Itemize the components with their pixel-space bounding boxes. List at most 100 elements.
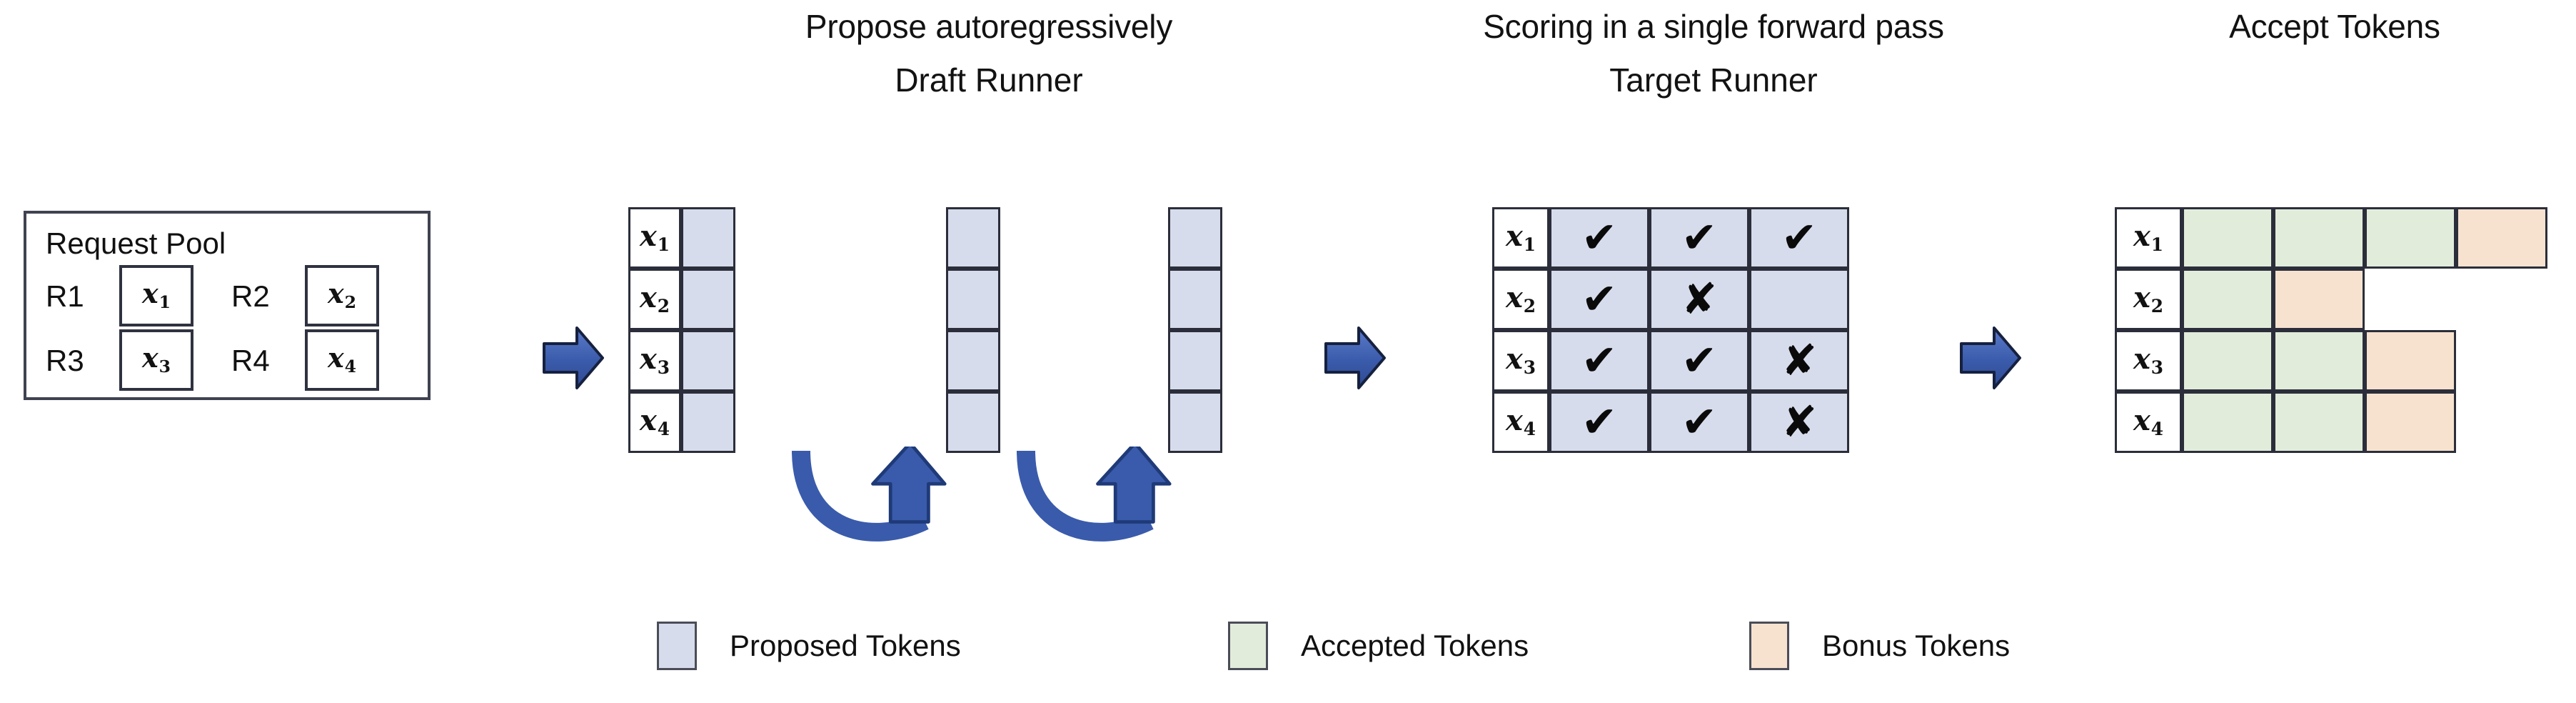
proposed-token-swatch — [657, 622, 697, 670]
accepted-token-swatch — [1228, 622, 1268, 670]
target-score-cell-r4-c3: ✘ — [1749, 392, 1849, 453]
cross-icon: ✘ — [1781, 397, 1818, 447]
autoregressive-loop-arrow-1 — [792, 447, 947, 542]
accept-cell-r2-c1 — [2182, 269, 2273, 330]
token-x1: x1 — [2133, 219, 2164, 255]
accept-cell-r1-c3 — [2365, 207, 2456, 269]
flow-arrow-1 — [543, 326, 604, 389]
token-x1: x1 — [639, 219, 670, 255]
target-score-cell-r3-c1: ✔ — [1549, 330, 1649, 392]
draft-row-label-2: x2 — [628, 269, 681, 330]
cross-icon: ✘ — [1781, 336, 1818, 386]
accept-row-label-2: x2 — [2115, 269, 2182, 330]
accept-row-label-3: x3 — [2115, 330, 2182, 392]
flow-arrow-2 — [1324, 326, 1386, 389]
token-x2: x2 — [639, 280, 670, 316]
autoregressive-loop-arrow-2 — [1017, 447, 1172, 542]
request-token-box-r2: x2 — [305, 265, 379, 326]
check-icon: ✔ — [1781, 213, 1818, 263]
draft-proposed-cell-s1-r2 — [681, 269, 735, 330]
request-label-r1: R1 — [46, 279, 84, 313]
request-token-box-r3: x3 — [119, 329, 193, 391]
token-x2: x2 — [2133, 280, 2164, 316]
token-x3: x3 — [2133, 341, 2164, 378]
flow-arrow-3 — [1960, 326, 2021, 389]
token-x3: x3 — [639, 341, 670, 378]
draft-proposed-cell-s2-r2 — [946, 269, 1000, 330]
request-label-r2: R2 — [231, 279, 270, 313]
legend-item-accepted: Accepted Tokens — [1228, 622, 1529, 670]
token-x3: x3 — [1505, 341, 1536, 378]
token-x3: x3 — [141, 341, 171, 377]
legend-label-proposed: Proposed Tokens — [730, 629, 961, 662]
draft-proposed-cell-s2-r3 — [946, 330, 1000, 392]
target-stage-caption: Scoring in a single forward pass — [1483, 8, 1944, 45]
token-x4: x4 — [639, 403, 670, 439]
target-score-cell-r3-c3: ✘ — [1749, 330, 1849, 392]
check-icon: ✔ — [1681, 213, 1718, 263]
draft-row-label-3: x3 — [628, 330, 681, 392]
target-score-cell-r1-c3: ✔ — [1749, 207, 1849, 269]
legend-label-bonus: Bonus Tokens — [1822, 629, 2011, 662]
token-x1: x1 — [1505, 219, 1536, 255]
draft-proposed-cell-s3-r2 — [1168, 269, 1222, 330]
request-label-r3: R3 — [46, 344, 84, 377]
token-x4: x4 — [1505, 403, 1536, 439]
legend-item-proposed: Proposed Tokens — [657, 622, 961, 670]
check-icon: ✔ — [1581, 397, 1618, 447]
draft-proposed-cell-s3-r4 — [1168, 392, 1222, 453]
check-icon: ✔ — [1581, 213, 1618, 263]
draft-row-label-4: x4 — [628, 392, 681, 453]
request-label-r4: R4 — [231, 344, 270, 377]
check-icon: ✔ — [1681, 336, 1718, 386]
legend: Proposed Tokens Accepted Tokens Bonus To… — [0, 616, 2576, 680]
draft-proposed-cell-s1-r3 — [681, 330, 735, 392]
target-score-cell-r3-c2: ✔ — [1649, 330, 1749, 392]
accept-cell-r1-c1 — [2182, 207, 2273, 269]
target-score-cell-r2-c2: ✘ — [1649, 269, 1749, 330]
target-score-cell-r2-c1: ✔ — [1549, 269, 1649, 330]
cross-icon: ✘ — [1681, 274, 1718, 324]
draft-proposed-cell-s2-r1 — [946, 207, 1000, 269]
check-icon: ✔ — [1681, 397, 1718, 447]
draft-proposed-cell-s2-r4 — [946, 392, 1000, 453]
target-score-cell-r1-c2: ✔ — [1649, 207, 1749, 269]
accept-cell-r3-c2 — [2273, 330, 2365, 392]
token-x2: x2 — [1505, 280, 1536, 316]
request-token-box-r4: x4 — [305, 329, 379, 391]
accept-cell-r1-c2 — [2273, 207, 2365, 269]
target-score-cell-r2-c3 — [1749, 269, 1849, 330]
target-runner-title: Target Runner — [1609, 61, 1818, 99]
accept-cell-r4-c3 — [2365, 392, 2456, 453]
check-icon: ✔ — [1581, 336, 1618, 386]
draft-row-label-1: x1 — [628, 207, 681, 269]
legend-label-accepted: Accepted Tokens — [1301, 629, 1529, 662]
accept-cell-r4-c2 — [2273, 392, 2365, 453]
accept-cell-r2-c2 — [2273, 269, 2365, 330]
accept-cell-r4-c1 — [2182, 392, 2273, 453]
accept-row-label-1: x1 — [2115, 207, 2182, 269]
accept-cell-r1-c4 — [2456, 207, 2547, 269]
token-x4: x4 — [327, 341, 357, 377]
draft-proposed-cell-s3-r3 — [1168, 330, 1222, 392]
check-icon: ✔ — [1581, 274, 1618, 324]
target-row-label-3: x3 — [1492, 330, 1549, 392]
target-row-label-2: x2 — [1492, 269, 1549, 330]
target-score-cell-r4-c2: ✔ — [1649, 392, 1749, 453]
token-x2: x2 — [327, 277, 357, 313]
request-token-box-r1: x1 — [119, 265, 193, 326]
accept-cell-r3-c3 — [2365, 330, 2456, 392]
target-score-cell-r4-c1: ✔ — [1549, 392, 1649, 453]
token-x1: x1 — [141, 277, 171, 313]
legend-item-bonus: Bonus Tokens — [1749, 622, 2010, 670]
accept-cell-r3-c1 — [2182, 330, 2273, 392]
draft-proposed-cell-s3-r1 — [1168, 207, 1222, 269]
draft-stage-caption: Propose autoregressively — [805, 8, 1173, 45]
token-x4: x4 — [2133, 403, 2164, 439]
target-row-label-4: x4 — [1492, 392, 1549, 453]
target-row-label-1: x1 — [1492, 207, 1549, 269]
request-pool-panel: Request Pool R1 x1 R2 x2 R3 x3 R4 x4 — [24, 211, 431, 400]
bonus-token-swatch — [1749, 622, 1789, 670]
target-score-cell-r1-c1: ✔ — [1549, 207, 1649, 269]
